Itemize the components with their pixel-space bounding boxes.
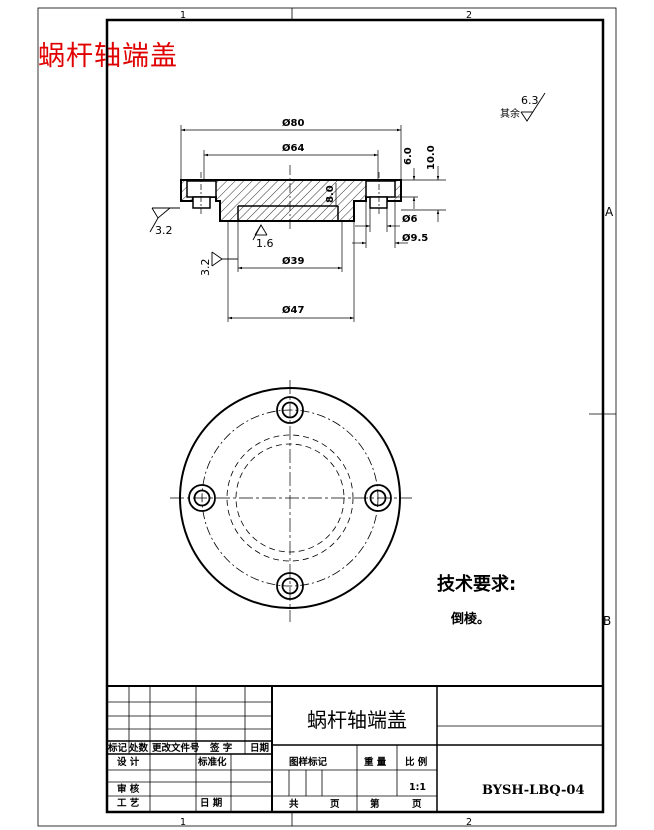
dim-h8: 8.0 (325, 185, 336, 203)
inner-frame (105, 18, 605, 814)
dim-d64: Ø64 (282, 142, 304, 154)
tb-rev-count: 处数 (128, 742, 149, 754)
bolt-holes (188, 396, 392, 600)
tech-req-title: 技术要求: (437, 573, 516, 595)
dim-h10: 10.0 (426, 145, 437, 170)
zone-label-bottom-1: 1 (180, 817, 186, 828)
dim-h6: 6.0 (403, 147, 414, 165)
tb-total: 共 (289, 798, 299, 810)
dim-d47: Ø47 (282, 304, 304, 316)
dim-d39: Ø39 (282, 255, 304, 267)
finish-side-symbol (211, 251, 223, 267)
general-finish-symbol (520, 92, 546, 122)
zone-label-b: B (603, 614, 611, 628)
section-view (180, 165, 402, 230)
tb-weight: 重 量 (364, 756, 387, 768)
bolt-hole-right (364, 484, 392, 512)
tb-process: 工 艺 (117, 797, 140, 809)
tb-stage-mark: 图样标记 (289, 756, 328, 768)
tb-rev-doc: 更改文件号 (152, 742, 200, 754)
plan-view (170, 380, 412, 622)
finish-left-symbol (151, 207, 171, 219)
zone-label-bottom-2: 2 (466, 817, 472, 828)
finish-bore-value: 1.6 (256, 237, 274, 250)
finish-left-value: 3.2 (155, 224, 173, 237)
bolt-hole-top (276, 396, 304, 424)
tb-rev-sign: 签 字 (209, 742, 233, 754)
tb-part-name: 蜗杆轴端盖 (307, 708, 407, 732)
zone-label-a: A (605, 205, 614, 219)
bolt-hole-bottom (276, 572, 304, 600)
tb-rev-date: 日期 (250, 742, 269, 754)
tb-scale-value: 1:1 (409, 782, 426, 793)
tb-drawing-code: BYSH-LBQ-04 (482, 783, 585, 798)
tb-sheet-unit2: 页 (412, 799, 422, 810)
tb-date: 日 期 (200, 797, 222, 809)
tb-rev-mark: 标记 (107, 742, 128, 754)
tb-sheet-unit: 页 (330, 799, 340, 810)
dim-d80: Ø80 (282, 117, 304, 129)
outer-border (37, 7, 617, 827)
bolt-hole-left (188, 484, 216, 512)
zone-label-top-1: 1 (180, 10, 186, 21)
title-block (106, 685, 604, 813)
dimension-lines (180, 125, 446, 322)
dim-d6: Ø6 (402, 213, 418, 225)
finish-side-value: 3.2 (199, 259, 212, 277)
tb-review: 审 核 (117, 783, 140, 795)
tb-scale-label: 比 例 (405, 756, 427, 768)
tb-standardize: 标准化 (197, 756, 227, 768)
spigot-circle (226, 434, 354, 562)
zone-label-top-2: 2 (466, 10, 472, 21)
tb-design: 设 计 (117, 756, 140, 768)
general-finish-prefix: 其余 (500, 107, 520, 120)
general-finish-value: 6.3 (521, 94, 539, 107)
tech-req-item: 倒棱。 (450, 611, 490, 627)
tb-sheet-no: 第 (370, 798, 380, 810)
dim-d9-5: Ø9.5 (402, 232, 428, 244)
